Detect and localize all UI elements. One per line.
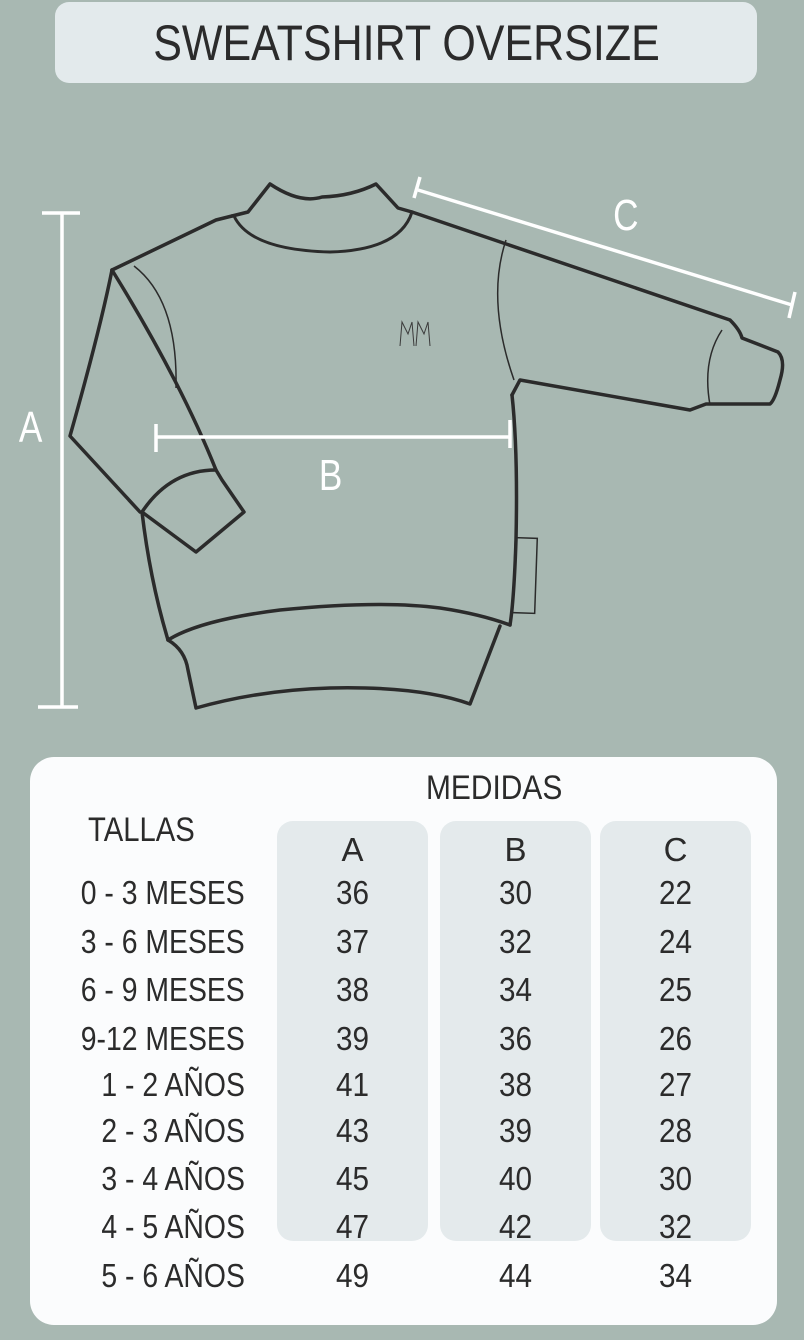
value-b: 34 <box>498 971 533 1008</box>
value-a: 47 <box>335 1208 370 1245</box>
value-c: 24 <box>658 923 693 960</box>
size-table: MEDIDAS TALLAS A B C 0 - 3 MESES 36 30 2… <box>30 757 777 1325</box>
sizes-header: TALLAS <box>88 811 195 849</box>
title-banner: SWEATSHIRT OVERSIZE <box>55 2 757 83</box>
value-a: 38 <box>335 971 370 1008</box>
value-c: 25 <box>658 971 693 1008</box>
size-label: 4 - 5 AÑOS <box>101 1208 245 1245</box>
table-row: 4 - 5 AÑOS 47 42 32 <box>30 1208 777 1254</box>
table-row: 3 - 6 MESES 37 32 24 <box>30 923 777 969</box>
value-a: 43 <box>335 1112 370 1149</box>
table-row: 6 - 9 MESES 38 34 25 <box>30 971 777 1017</box>
dimension-label-a: A <box>18 403 43 452</box>
value-b: 42 <box>498 1208 533 1245</box>
column-b-background <box>440 821 591 1241</box>
value-a: 45 <box>335 1160 370 1197</box>
value-b: 44 <box>498 1257 533 1294</box>
value-a: 41 <box>335 1066 370 1103</box>
table-row: 5 - 6 AÑOS 49 44 34 <box>30 1257 777 1303</box>
value-c: 28 <box>658 1112 693 1149</box>
sweatshirt-diagram: A B C <box>0 170 804 730</box>
value-b: 40 <box>498 1160 533 1197</box>
dimension-label-b: B <box>318 451 343 500</box>
size-label: 1 - 2 AÑOS <box>101 1066 245 1103</box>
size-label: 9-12 MESES <box>80 1020 245 1057</box>
value-b: 30 <box>498 874 533 911</box>
value-c: 34 <box>658 1257 693 1294</box>
value-a: 36 <box>335 874 370 911</box>
value-a: 39 <box>335 1020 370 1057</box>
value-a: 49 <box>335 1257 370 1294</box>
value-c: 27 <box>658 1066 693 1103</box>
size-label: 5 - 6 AÑOS <box>101 1257 245 1294</box>
size-label: 6 - 9 MESES <box>80 971 245 1008</box>
table-row: 1 - 2 AÑOS 41 38 27 <box>30 1066 777 1112</box>
column-a-background <box>277 821 428 1241</box>
page-title: SWEATSHIRT OVERSIZE <box>152 14 660 71</box>
table-row: 3 - 4 AÑOS 45 40 30 <box>30 1160 777 1206</box>
measurements-header: MEDIDAS <box>426 769 563 807</box>
table-row: 9-12 MESES 39 36 26 <box>30 1020 777 1066</box>
value-c: 26 <box>658 1020 693 1057</box>
size-label: 3 - 4 AÑOS <box>101 1160 245 1197</box>
column-header-b: B <box>504 831 527 868</box>
size-label: 2 - 3 AÑOS <box>101 1112 245 1149</box>
size-label: 0 - 3 MESES <box>80 874 245 911</box>
value-b: 38 <box>498 1066 533 1103</box>
column-header-c: C <box>663 831 688 868</box>
table-row: 0 - 3 MESES 36 30 22 <box>30 874 777 920</box>
sweatshirt-outline-icon <box>38 176 797 710</box>
value-c: 32 <box>658 1208 693 1245</box>
dimension-label-c: C <box>613 191 639 240</box>
size-label: 3 - 6 MESES <box>80 923 245 960</box>
value-c: 30 <box>658 1160 693 1197</box>
value-b: 39 <box>498 1112 533 1149</box>
value-c: 22 <box>658 874 693 911</box>
bunny-ears-logo-icon <box>399 320 431 347</box>
column-header-a: A <box>341 831 364 868</box>
value-a: 37 <box>335 923 370 960</box>
column-c-background <box>600 821 751 1241</box>
value-b: 32 <box>498 923 533 960</box>
value-b: 36 <box>498 1020 533 1057</box>
table-row: 2 - 3 AÑOS 43 39 28 <box>30 1112 777 1158</box>
